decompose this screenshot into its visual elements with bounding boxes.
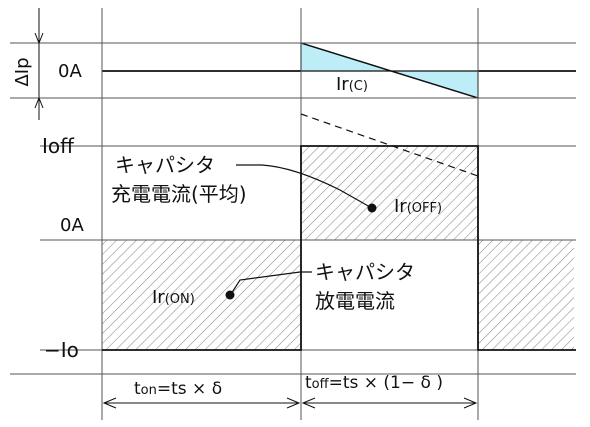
ir-off-label: Ir(OFF) — [394, 196, 442, 217]
ir-on-label: Ir(ON) — [152, 287, 195, 308]
discharge-current-label-line2: 放電電流 — [315, 289, 395, 313]
ioff-label: Ioff — [42, 134, 75, 158]
ripple-slope-line — [300, 42, 479, 99]
ton-formula: ton=ts × δ — [134, 379, 222, 399]
delta-ip-dimension — [34, 8, 44, 120]
toff-formula: toff=ts × (1− δ ) — [305, 373, 443, 393]
dashed-off-current-line — [300, 113, 479, 177]
ton-dimension-arrow — [102, 397, 301, 409]
discharge-current-label-line1: キャパシタ — [315, 260, 415, 284]
delta-ip-label: ΔIp — [12, 57, 33, 86]
zero-amp-label-top: 0A — [58, 61, 82, 82]
discharge-region-left-hatched — [102, 240, 301, 350]
discharge-leader-line — [230, 271, 312, 295]
charge-current-label-line1: キャパシタ — [115, 153, 215, 177]
charge-region-hatched — [301, 146, 478, 240]
capacitor-current-waveform — [102, 145, 576, 351]
charge-leader-line — [236, 164, 371, 208]
ir-c-label: Ir(C) — [336, 74, 368, 95]
neg-io-label: −Io — [44, 338, 79, 362]
zero-amp-label-mid: 0A — [60, 215, 84, 236]
charge-current-label-line2: 充電電流(平均) — [111, 182, 247, 206]
toff-dimension-arrow — [301, 397, 478, 409]
ir-on-marker-dot — [225, 290, 235, 300]
ir-off-marker-dot — [367, 203, 377, 213]
discharge-region-right-hatched — [478, 240, 574, 350]
